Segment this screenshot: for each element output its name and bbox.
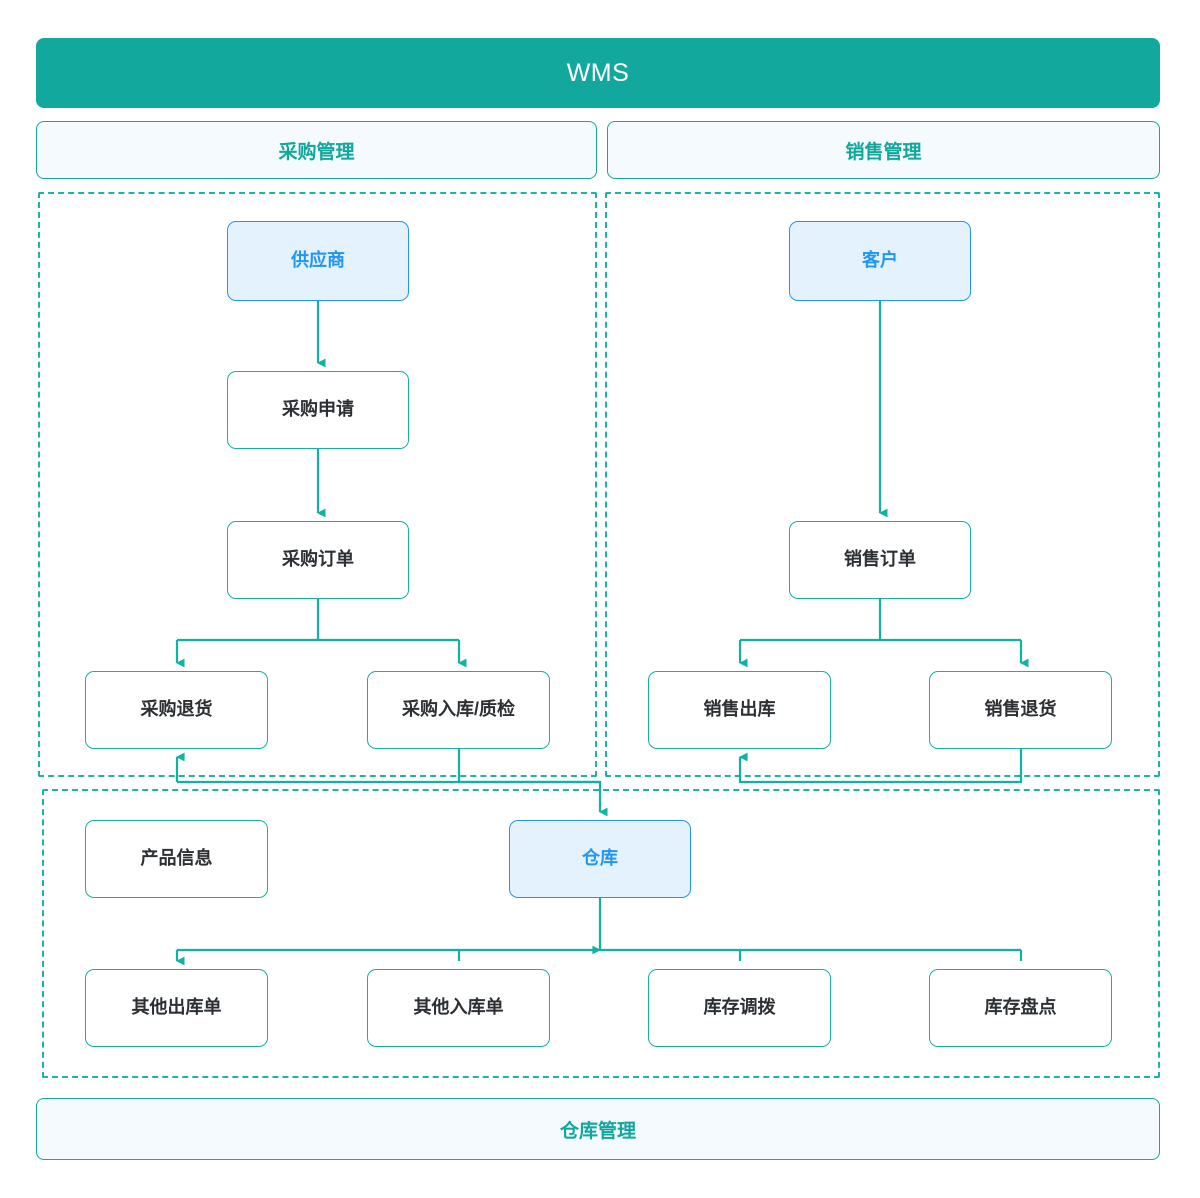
node-other-outbound[interactable]: 其他出库单 xyxy=(85,969,268,1047)
section-footer-warehouse: 仓库管理 xyxy=(36,1098,1160,1160)
node-stock-transfer[interactable]: 库存调拨 xyxy=(648,969,831,1047)
group-panel-purchase xyxy=(38,192,597,777)
section-header-purchase: 采购管理 xyxy=(36,121,597,179)
node-purchase-request[interactable]: 采购申请 xyxy=(227,371,409,449)
node-purchase-return[interactable]: 采购退货 xyxy=(85,671,268,749)
node-stock-count[interactable]: 库存盘点 xyxy=(929,969,1112,1047)
node-sales-outbound[interactable]: 销售出库 xyxy=(648,671,831,749)
page-title: WMS xyxy=(36,38,1160,108)
node-product-info[interactable]: 产品信息 xyxy=(85,820,268,898)
node-sales-order[interactable]: 销售订单 xyxy=(789,521,971,599)
section-header-sales: 销售管理 xyxy=(607,121,1160,179)
node-warehouse[interactable]: 仓库 xyxy=(509,820,691,898)
node-supplier[interactable]: 供应商 xyxy=(227,221,409,301)
node-purchase-order[interactable]: 采购订单 xyxy=(227,521,409,599)
node-customer[interactable]: 客户 xyxy=(789,221,971,301)
node-sales-return[interactable]: 销售退货 xyxy=(929,671,1112,749)
node-purchase-inbound[interactable]: 采购入库/质检 xyxy=(367,671,550,749)
node-other-inbound[interactable]: 其他入库单 xyxy=(367,969,550,1047)
